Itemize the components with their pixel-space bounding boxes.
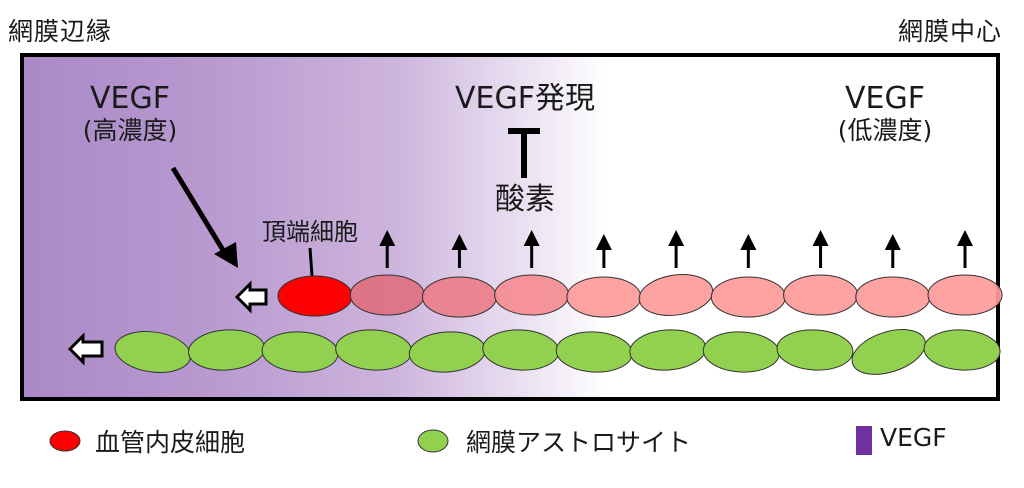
astrocyte-cell: [408, 331, 486, 373]
endothelial-cell: [494, 274, 570, 316]
astrocyte-cell: [776, 329, 854, 371]
oxygen-arrow-head-icon: [812, 230, 829, 246]
astrocyte-cell: [629, 329, 707, 371]
tip-cell: [277, 275, 353, 317]
retina-center-label: 網膜中心: [897, 17, 1002, 46]
astrocyte-cell: [702, 331, 780, 373]
vegf-high-title: VEGF: [90, 81, 170, 116]
endothelial-cell: [783, 274, 859, 316]
oxygen-arrow-head-icon: [379, 230, 396, 246]
legend-astrocyte-label: 網膜アストロサイト: [466, 428, 692, 457]
endothelial-cell: [638, 274, 714, 316]
endothelial-cell: [421, 276, 497, 318]
vegf-low-label: VEGF (低濃度): [815, 81, 955, 145]
astrocyte-migration-arrow-icon: [67, 332, 104, 366]
endothelial-cell: [710, 276, 786, 318]
tip-cell-label: 頂端細胞: [262, 218, 358, 246]
astrocyte-row: [114, 329, 1001, 375]
endothelial-cell-row: [277, 274, 1003, 318]
oxygen-arrow-head-icon: [595, 234, 612, 250]
oxygen-arrow-head-icon: [451, 234, 468, 250]
endothelial-cell: [927, 274, 1003, 316]
tip-cell-migration-arrow-icon: [234, 280, 268, 314]
legend-endothelial-label: 血管内皮細胞: [95, 428, 246, 457]
astrocyte-cell: [335, 329, 413, 371]
vegf-high-sub: (高濃度): [82, 115, 178, 145]
legend-astrocyte-icon: [417, 429, 449, 453]
vegf-low-sub: (低濃度): [837, 115, 933, 145]
legend-endothelial-icon: [49, 430, 81, 452]
vegf-gradient-arrow-shaft: [170, 166, 229, 257]
endothelial-cell: [566, 276, 642, 318]
astrocyte-cell: [114, 330, 192, 373]
astrocyte-cell: [923, 329, 1001, 371]
oxygen-label: 酸素: [495, 182, 555, 217]
retina-periphery-label: 網膜辺縁: [8, 17, 113, 46]
astrocyte-cell: [555, 331, 633, 373]
astrocyte-cell: [482, 329, 560, 371]
astrocyte-cell: [188, 329, 265, 371]
vegf-high-label: VEGF (高濃度): [60, 81, 200, 145]
legend-vegf-label: VEGF: [880, 423, 947, 452]
vegf-gradient-arrow-head: [214, 242, 238, 268]
legend-vegf-icon: [856, 426, 872, 455]
oxygen-arrow-head-icon: [884, 234, 901, 250]
astrocyte-cell: [851, 329, 926, 375]
oxygen-arrow-head-icon: [523, 230, 540, 246]
astrocyte-cell: [261, 331, 339, 373]
oxygen-arrows: [379, 230, 973, 268]
endothelial-cell: [855, 276, 931, 318]
oxygen-arrow-head-icon: [740, 234, 757, 250]
oxygen-arrow-head-icon: [957, 230, 973, 246]
oxygen-arrow-head-icon: [668, 230, 685, 246]
vegf-expression-label: VEGF発現: [455, 81, 595, 116]
vegf-low-title: VEGF: [845, 81, 925, 116]
inhibition-icon: [508, 128, 540, 178]
endothelial-cell: [349, 274, 425, 316]
